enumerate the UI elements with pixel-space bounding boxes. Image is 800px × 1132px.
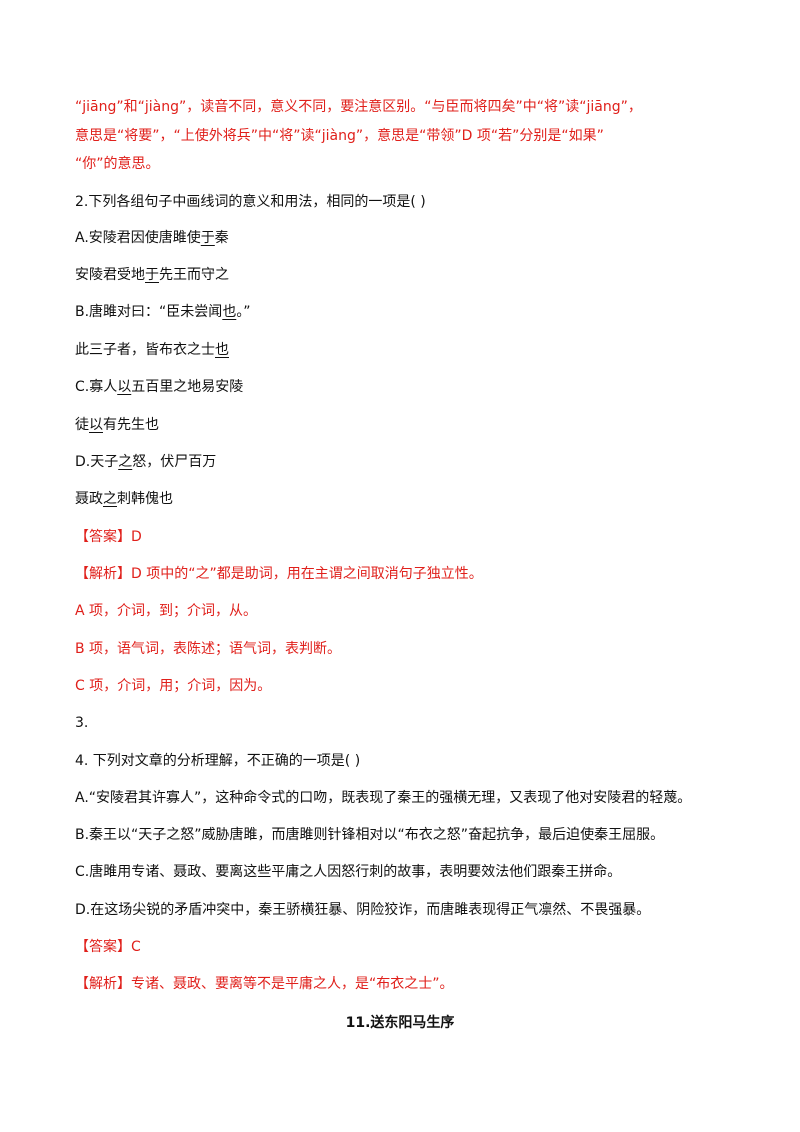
underlined-word: 以	[89, 417, 103, 433]
option-text: A.安陵君因使唐雎使	[75, 230, 201, 246]
underlined-word: 也	[222, 304, 237, 320]
option-text: 。”	[236, 304, 251, 320]
explanation-b: B 项，语气词，表陈述；语气词，表判断。	[75, 641, 342, 657]
underlined-word: 之	[103, 491, 117, 507]
option-text: B.唐雎对曰：“臣未尝闻	[75, 304, 223, 320]
question-4-option-c: C.唐雎用专诸、聂政、要离这些平庸之人因怒行刺的故事，表明要效法他们跟秦王拼命。	[75, 864, 622, 880]
question-4-answer: 【答案】C	[75, 939, 141, 955]
section-title: 11.送东阳马生序	[345, 1015, 455, 1031]
question-4-analysis: 【解析】专诸、聂政、要离等不是平庸之人，是“布衣之士”。	[75, 976, 454, 992]
option-text: 怒，伏尸百万	[132, 454, 217, 470]
explanation-a: A 项，介词，到；介词，从。	[75, 603, 258, 619]
option-text: 聂政	[75, 491, 103, 507]
option-text: 有先生也	[103, 417, 159, 433]
option-b-sentence-1: B.唐雎对曰：“臣未尝闻也。”	[75, 302, 735, 322]
option-c-sentence-2: 徒以有先生也	[75, 415, 735, 435]
explanation-c: C 项，介词，用；介词，因为。	[75, 678, 272, 694]
option-d-sentence-2: 聂政之刺韩傀也	[75, 489, 735, 509]
underlined-word: 也	[215, 342, 229, 358]
question-2-analysis: 【解析】D 项中的“之”都是助词，用在主谓之间取消句子独立性。	[75, 566, 483, 582]
underlined-word: 于	[200, 230, 215, 246]
option-d-sentence-1: D.天子之怒，伏尸百万	[75, 452, 735, 472]
option-c-sentence-1: C.寡人以五百里之地易安陵	[75, 377, 735, 397]
option-text: C.寡人	[75, 379, 118, 395]
question-4-stem: 4. 下列对文章的分析理解，不正确的一项是( )	[75, 753, 361, 769]
intro-line-1: “jiāng”和“jiàng”，读音不同，意义不同，要注意区别。“与臣而将四矣”…	[75, 99, 642, 115]
option-b-sentence-2: 此三子者，皆布衣之士也	[75, 340, 735, 360]
question-4-option-b: B.秦王以“天子之怒”威胁唐雎，而唐雎则针锋相对以“布衣之怒”奋起抗争，最后迫使…	[75, 827, 665, 843]
question-4-option-d: D.在这场尖锐的矛盾冲突中，秦王骄横狂暴、阴险狡诈，而唐雎表现得正气凛然、不畏强…	[75, 902, 651, 918]
question-2-stem: 2.下列各组句子中画线词的意义和用法，相同的一项是( )	[75, 194, 426, 210]
intro-line-3: “你”的意思。	[75, 156, 160, 172]
underlined-word: 于	[145, 267, 159, 283]
option-text: 安陵君受地	[75, 267, 145, 283]
option-a-sentence-1: A.安陵君因使唐雎使于秦	[75, 228, 735, 248]
intro-line-2: 意思是“将要”，“上使外将兵”中“将”读“jiàng”，意思是“带领”D 项“若…	[75, 128, 604, 144]
underlined-word: 之	[118, 454, 133, 470]
question-2-answer: 【答案】D	[75, 529, 142, 545]
question-4-option-a: A.“安陵君其许寡人”，这种命令式的口吻，既表现了秦王的强横无理，又表现了他对安…	[75, 790, 692, 806]
option-text: 徒	[75, 417, 89, 433]
option-text: 五百里之地易安陵	[131, 379, 244, 395]
option-text: D.天子	[75, 454, 119, 470]
option-text: 先王而守之	[159, 267, 229, 283]
question-3-number: 3.	[75, 715, 89, 731]
option-text: 秦	[214, 230, 229, 246]
option-text: 刺韩傀也	[117, 491, 173, 507]
underlined-word: 以	[117, 379, 132, 395]
option-text: 此三子者，皆布衣之士	[75, 342, 215, 358]
option-a-sentence-2: 安陵君受地于先王而守之	[75, 265, 735, 285]
